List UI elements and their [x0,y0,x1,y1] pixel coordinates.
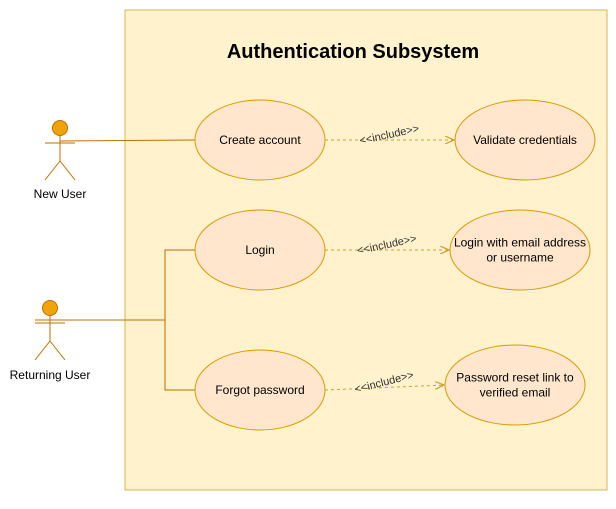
actor-leg-left [34,340,51,361]
actor-head-icon [52,120,68,136]
use-case-ellipse [449,209,591,291]
use-case-label: verified email [480,386,551,400]
use-case-create-account: Create account [194,99,326,181]
associations [35,139,196,391]
actor-returning-user: Returning User [10,300,91,382]
use-case-ellipse [194,209,326,291]
use-case-ellipse [444,344,586,426]
actor-new-user: New User [34,120,87,201]
use-case-ellipse [194,99,326,181]
actor-leg-left [44,160,61,181]
system-title: Authentication Subsystem [227,41,479,63]
actor-leg-right [49,340,66,361]
use-case-validate-credentials: Validate credentials [454,99,596,181]
include-arrow [324,385,444,391]
actor-label: New User [34,187,87,201]
use-case-forgot-password: Forgot password [194,349,326,431]
actor-leg-right [59,160,76,181]
use-case-login: Login [194,209,326,291]
use-case-ellipse [454,99,596,181]
use-case-label: Create account [219,133,301,147]
association-returning-user-login [164,249,195,320]
actor-head-icon [42,300,58,316]
use-case-ellipse [194,349,326,431]
association-new-user-create-account [59,139,196,142]
use-case-label: Forgot password [215,383,304,397]
use-case-label: Password reset link to [456,371,574,385]
use-case-label: Login with email address [454,236,586,250]
use-case-label: Validate credentials [473,133,577,147]
association-returning-user-forgot-password [164,320,195,391]
actor-label: Returning User [10,368,91,382]
use-case-label: or username [486,251,554,265]
use-case-label: Login [245,243,274,257]
